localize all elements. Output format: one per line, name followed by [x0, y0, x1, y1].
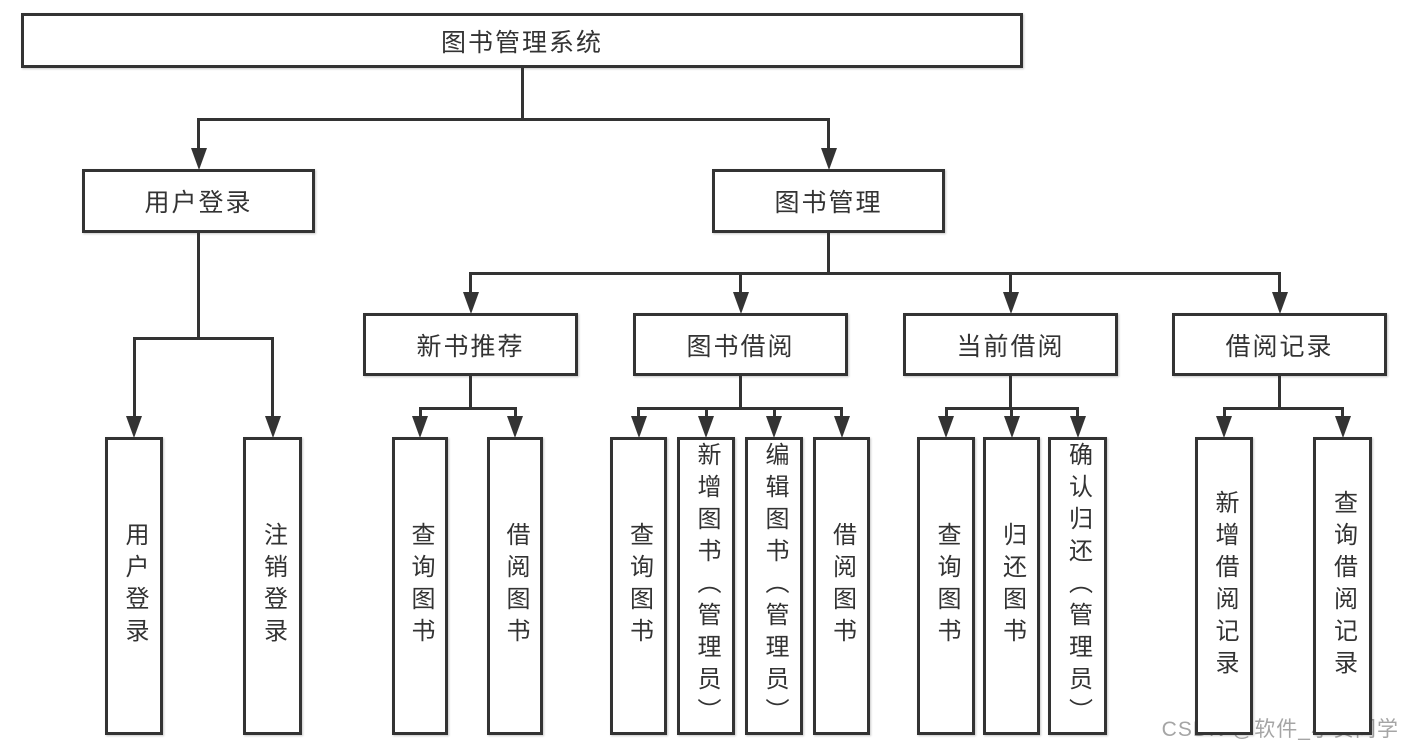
- node-book-mgmt: 图书管理: [712, 169, 945, 233]
- arrow-shaft: [772, 408, 776, 419]
- node-rec-borrow-book: 借阅图书: [487, 437, 543, 735]
- arrow-down-icon: [630, 416, 647, 438]
- node-label-login: 用户登录: [121, 522, 148, 650]
- arrow-shaft: [1010, 408, 1013, 419]
- node-br-query-record: 查询借阅记录: [1313, 437, 1372, 735]
- arrow-down-icon: [732, 292, 749, 314]
- arrow-down-icon: [1334, 416, 1351, 438]
- connector-rail: [197, 117, 830, 121]
- arrow-shaft: [1222, 408, 1226, 419]
- node-label-rec-borrow-book: 借阅图书: [502, 522, 529, 650]
- arrow-down-icon: [462, 292, 479, 314]
- node-label-bb-edit-book: 编辑图书（管理员）: [761, 442, 788, 730]
- arrow-shaft: [197, 119, 200, 151]
- node-login: 用户登录: [105, 437, 163, 735]
- arrow-down-icon: [507, 416, 523, 438]
- node-bb-query-book: 查询图书: [610, 437, 667, 735]
- arrow-down-icon: [1003, 416, 1020, 438]
- arrow-down-icon: [766, 416, 782, 438]
- node-rec-query-book: 查询图书: [392, 437, 448, 735]
- arrow-down-icon: [1216, 416, 1232, 438]
- node-label-new-book-rec: 新书推荐: [416, 332, 525, 361]
- node-label-book-borrow: 图书借阅: [686, 332, 795, 361]
- node-logout: 注销登录: [243, 437, 302, 735]
- connector-rail: [1222, 406, 1344, 410]
- arrow-shaft: [704, 408, 708, 419]
- connector-stub: [520, 68, 524, 119]
- node-label-br-add-record: 新增借阅记录: [1211, 490, 1238, 682]
- arrow-down-icon: [190, 148, 207, 170]
- node-book-borrow: 图书借阅: [633, 313, 848, 376]
- connector-stub: [827, 233, 830, 273]
- arrow-shaft: [827, 119, 830, 151]
- node-label-book-mgmt: 图书管理: [774, 189, 883, 217]
- node-label-bb-add-book: 新增图书（管理员）: [693, 442, 720, 730]
- node-cb-confirm-return: 确认归还（管理员）: [1048, 437, 1107, 735]
- connector-stub: [1009, 376, 1012, 408]
- arrow-down-icon: [1271, 292, 1288, 314]
- arrow-shaft: [513, 408, 517, 419]
- arrow-shaft: [739, 273, 742, 295]
- arrow-shaft: [944, 408, 948, 419]
- arrow-down-icon: [412, 416, 428, 438]
- arrow-shaft: [637, 408, 640, 419]
- node-cb-query-book: 查询图书: [917, 437, 975, 735]
- node-label-user-login: 用户登录: [144, 189, 253, 217]
- node-label-current-borrow: 当前借阅: [956, 332, 1065, 361]
- arrow-down-icon: [833, 416, 850, 438]
- arrow-down-icon: [1002, 292, 1019, 314]
- node-new-book-rec: 新书推荐: [363, 313, 578, 376]
- node-label-bb-query-book: 查询图书: [625, 522, 653, 650]
- arrow-down-icon: [264, 416, 281, 438]
- node-bb-add-book: 新增图书（管理员）: [677, 437, 735, 735]
- arrow-shaft: [1009, 273, 1012, 295]
- connector-rail: [469, 271, 1281, 275]
- node-label-cb-return-book: 归还图书: [998, 522, 1026, 650]
- arrow-shaft: [132, 338, 136, 419]
- node-label-root: 图书管理系统: [440, 28, 603, 57]
- node-label-logout: 注销登录: [259, 522, 287, 650]
- node-bb-edit-book: 编辑图书（管理员）: [745, 437, 803, 735]
- arrow-shaft: [271, 338, 274, 419]
- connector-stub: [197, 233, 200, 338]
- connector-stub: [469, 376, 472, 408]
- arrow-shaft: [1076, 408, 1079, 419]
- node-user-login: 用户登录: [82, 169, 315, 233]
- node-label-br-query-record: 查询借阅记录: [1329, 490, 1357, 682]
- node-label-bb-borrow-book: 借阅图书: [828, 522, 856, 650]
- node-label-borrow-records: 借阅记录: [1225, 332, 1334, 361]
- node-root: 图书管理系统: [21, 13, 1023, 68]
- connector-rail: [132, 336, 274, 340]
- arrow-shaft: [418, 408, 422, 419]
- node-borrow-records: 借阅记录: [1172, 313, 1387, 376]
- arrow-down-icon: [820, 148, 837, 170]
- connector-rail: [418, 406, 517, 410]
- arrow-down-icon: [698, 416, 714, 438]
- node-current-borrow: 当前借阅: [903, 313, 1118, 376]
- connector-rail: [637, 406, 843, 410]
- arrow-down-icon: [938, 416, 954, 438]
- node-label-cb-query-book: 查询图书: [933, 522, 960, 650]
- node-label-rec-query-book: 查询图书: [407, 522, 434, 650]
- node-cb-return-book: 归还图书: [983, 437, 1040, 735]
- connector-stub: [1278, 376, 1281, 408]
- arrow-shaft: [469, 273, 472, 295]
- arrow-down-icon: [126, 416, 142, 438]
- arrow-shaft: [1278, 273, 1281, 295]
- arrow-down-icon: [1069, 416, 1086, 438]
- arrow-shaft: [1341, 408, 1344, 419]
- node-br-add-record: 新增借阅记录: [1195, 437, 1253, 735]
- node-bb-borrow-book: 借阅图书: [813, 437, 870, 735]
- arrow-shaft: [840, 408, 843, 419]
- node-label-cb-confirm-return: 确认归还（管理员）: [1064, 442, 1092, 730]
- connector-stub: [739, 376, 742, 408]
